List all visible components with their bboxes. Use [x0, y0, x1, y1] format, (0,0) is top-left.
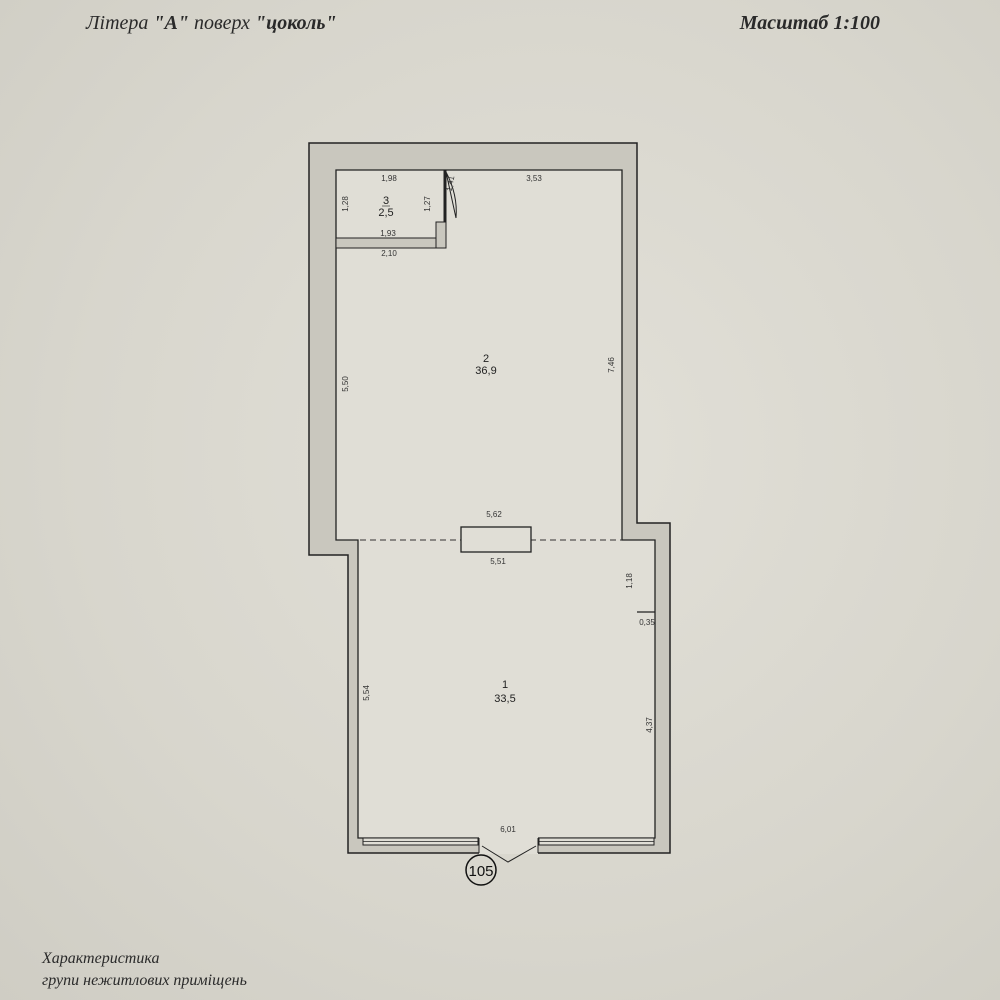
dim-5-51: 5,51 — [490, 557, 506, 566]
dim-5-54: 5,54 — [362, 685, 371, 701]
dim-4-37: 4,37 — [645, 717, 654, 733]
entrance-door — [478, 838, 539, 863]
floor-title: Літера "А" поверх "цоколь" — [86, 12, 337, 35]
dim-1-98: 1,98 — [381, 174, 397, 183]
room-1-number: 1 — [502, 679, 508, 691]
room-2-1-interior — [335, 169, 656, 839]
building-number-circle — [465, 854, 497, 886]
footer-line-2: групи нежитлових приміщень — [42, 972, 247, 989]
room-1-area: 33,5 — [494, 693, 515, 705]
room-2-area: 36,9 — [475, 365, 496, 377]
title-prefix: Літера — [86, 12, 154, 34]
room-2-number: 2 — [483, 353, 489, 365]
floor-label: "цоколь" — [255, 12, 337, 34]
dim-2-10: 2,10 — [381, 249, 397, 258]
litera-label: "А" — [153, 12, 189, 34]
dim-0-35: 0,35 — [639, 618, 655, 627]
dim-1-93: 1,93 — [380, 229, 396, 238]
footer-line-1: Характеристика — [42, 950, 160, 967]
beam-rect — [460, 526, 532, 553]
dim-3-53: 3,53 — [526, 174, 542, 183]
footer: Характеристика групи нежитлових приміщен… — [42, 948, 247, 992]
dim-1-41: 1,41 — [445, 175, 457, 192]
dim-7-46: 7,46 — [607, 357, 616, 373]
dim-6-01: 6,01 — [500, 825, 516, 834]
dim-1-27: 1,27 — [423, 196, 432, 212]
scale-label: Масштаб 1:100 — [739, 12, 880, 34]
entrance-gap — [479, 837, 538, 854]
room-3-wall-block — [335, 237, 438, 249]
room-3-side-wall — [435, 221, 447, 249]
building-number: 105 — [468, 863, 493, 880]
dim-1-28: 1,28 — [341, 196, 350, 212]
room-3-area: 2,5 — [378, 207, 393, 219]
door-room-3 — [445, 171, 457, 219]
dim-5-50: 5,50 — [341, 376, 350, 392]
dim-1-18: 1,18 — [625, 573, 634, 589]
dim-5-62: 5,62 — [486, 510, 502, 519]
title-mid: поверх — [188, 12, 256, 34]
room-3-number: 3 — [383, 195, 389, 207]
